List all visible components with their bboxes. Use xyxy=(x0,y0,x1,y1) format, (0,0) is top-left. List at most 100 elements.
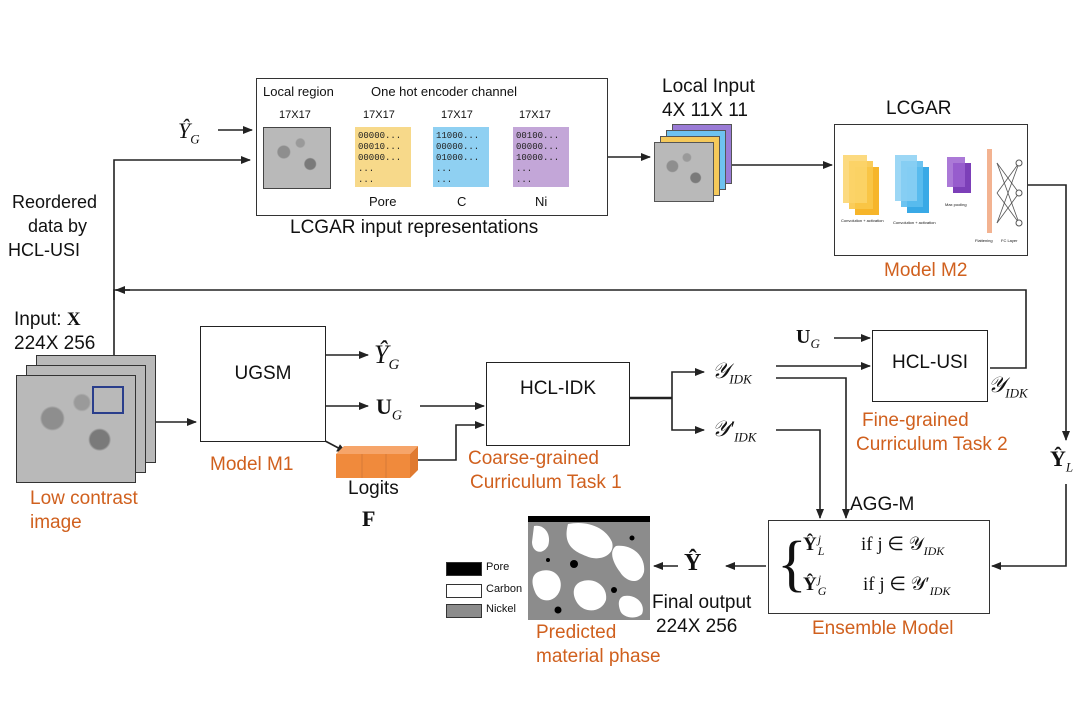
size-label: 17X17 xyxy=(363,109,395,121)
channel-row: 00000... xyxy=(358,153,402,163)
channel-row: 00100... xyxy=(516,131,560,141)
hcl-usi-caption-line1: Fine-grained xyxy=(862,410,969,431)
output-line1: Final output xyxy=(652,592,752,613)
ugsm-y-hat-g: ŶG xyxy=(374,340,399,374)
y-idk-prime-subscript: IDK xyxy=(734,429,757,445)
local-input-line1: Local Input xyxy=(662,76,755,97)
lcgar-title: LCGAR xyxy=(886,98,952,119)
channel-row: 00010... xyxy=(358,142,402,152)
lcgar-input-caption: LCGAR input representations xyxy=(290,217,539,238)
logits-label: Logits xyxy=(348,478,399,499)
y-l-side: ŶL xyxy=(1050,446,1073,475)
pool-block xyxy=(947,157,965,187)
input-label: Input: X xyxy=(14,309,81,331)
local-region-patch xyxy=(263,127,331,189)
agg-row1-var: Ŷ xyxy=(803,534,817,556)
agg-brace: { xyxy=(777,530,807,598)
hcl-usi-caption-line2: Curriculum Task 2 xyxy=(856,434,1008,455)
channel-row: ... xyxy=(358,175,375,185)
model-m1-label: Model M1 xyxy=(210,454,294,475)
model-m2-label: Model M2 xyxy=(884,260,968,281)
channel-row: ... xyxy=(436,175,453,185)
nickel-channel: 00100...00000...10000......... xyxy=(513,127,569,187)
hcl-usi-box: HCL-USI xyxy=(872,330,988,402)
size-label: 17X17 xyxy=(519,109,551,121)
y-idk-prime-symbol: 𝒴′ xyxy=(712,416,735,441)
local-region-label: Local region xyxy=(263,84,334,99)
local-input-line2: 4X 11X 11 xyxy=(662,100,748,121)
output-caption-line1: Predicted xyxy=(536,622,617,643)
size-label: 17X17 xyxy=(441,109,473,121)
reordered-line3: HCL-USI xyxy=(8,240,81,260)
pore-channel: 00000...00010...00000......... xyxy=(355,127,411,187)
y-l-subscript: L xyxy=(1065,459,1074,475)
fc-layer xyxy=(996,159,1023,227)
carbon-channel-name: C xyxy=(457,194,467,209)
channel-row: ... xyxy=(358,164,375,174)
agg-caption: Ensemble Model xyxy=(812,618,954,639)
y-idk-subscript: IDK xyxy=(1005,385,1028,401)
y-hat-symbol: Ŷ xyxy=(178,118,191,143)
reordered-line2: data by xyxy=(28,216,88,236)
y-idk-prime-set: 𝒴′IDK xyxy=(712,416,756,445)
channel-row: 00000... xyxy=(516,142,560,152)
u-symbol: U xyxy=(376,394,392,419)
one-hot-label: One hot encoder channel xyxy=(371,84,517,99)
agg-row2-condition: if j ∈ 𝒴′ xyxy=(862,574,930,596)
ugsm-u-g: UG xyxy=(376,394,402,424)
y-idk-set: 𝒴IDK xyxy=(712,358,752,387)
channel-row: ... xyxy=(516,175,533,185)
agg-row2-sub: G xyxy=(817,584,827,598)
channel-row: 00000... xyxy=(436,142,480,152)
nickel-channel-name: Ni xyxy=(535,194,548,209)
legend-swatch-carbon xyxy=(446,584,482,598)
output-line2: 224X 256 xyxy=(656,616,738,637)
tiny-label: FC Layer xyxy=(1001,238,1018,243)
agg-row1-sup: j xyxy=(817,532,822,546)
local-input-front xyxy=(654,142,714,202)
conv-block xyxy=(843,155,867,203)
y-hat-subscript: G xyxy=(190,131,200,147)
input-image-front xyxy=(16,375,136,483)
tiny-label: Convolution + activation xyxy=(893,220,936,225)
u-symbol: U xyxy=(796,326,811,348)
hcl-idk-caption-line1: Coarse-grained xyxy=(468,448,599,469)
y-hat-g-input: ŶG xyxy=(178,118,200,147)
y-idk-symbol: 𝒴 xyxy=(712,358,730,383)
logits-variable: F xyxy=(362,506,376,531)
input-variable: X xyxy=(66,309,81,330)
agg-row2-condition-sub: IDK xyxy=(929,583,951,598)
carbon-channel: 11000...00000...01000......... xyxy=(433,127,489,187)
hcl-idk-label: HCL-IDK xyxy=(519,378,596,399)
u-subscript: G xyxy=(391,408,403,424)
reordered-line1: Reordered xyxy=(12,192,98,212)
y-hat-subscript: G xyxy=(388,357,400,374)
hcl-usi-u-input: UG xyxy=(796,326,820,352)
agg-title: AGG-M xyxy=(850,494,915,515)
input-caption-line2: image xyxy=(30,512,82,533)
hcl-idk-box: HCL-IDK xyxy=(486,362,630,446)
agg-row1-condition: if j ∈ 𝒴 xyxy=(860,534,924,556)
input-size: 224X 256 xyxy=(14,333,96,354)
channel-row: 10000... xyxy=(516,153,560,163)
agg-row2-var: Ŷ xyxy=(803,574,817,596)
legend-label-pore: Pore xyxy=(486,561,510,573)
agg-row2-sup: j xyxy=(817,572,822,586)
predicted-phase-map xyxy=(528,516,650,620)
channel-row: ... xyxy=(516,164,533,174)
lcgar-input-panel: Local region One hot encoder channel 17X… xyxy=(256,78,608,216)
y-idk-subscript: IDK xyxy=(729,371,752,387)
lcgar-network-figure: Convolution + activation Convolution + a… xyxy=(834,124,1028,256)
agg-row1-condition-sub: IDK xyxy=(923,543,945,558)
input-label-prefix: Input: xyxy=(14,309,67,330)
hcl-usi-label: HCL-USI xyxy=(891,352,968,373)
y-l-symbol: Ŷ xyxy=(1050,446,1066,471)
legend-swatch-nickel xyxy=(446,604,482,618)
legend-label-carbon: Carbon xyxy=(486,583,523,595)
conv-block-2 xyxy=(895,155,917,201)
